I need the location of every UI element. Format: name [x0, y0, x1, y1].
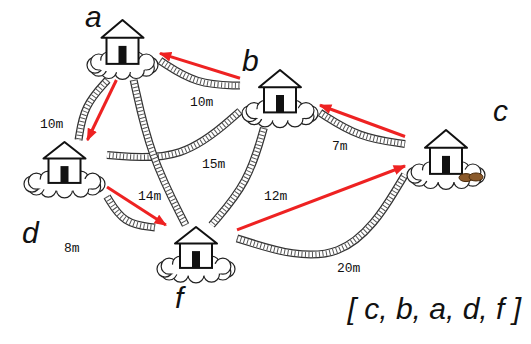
bridge-deck: [107, 111, 240, 157]
house-wall: [264, 86, 296, 112]
bridge-plank: [134, 80, 186, 225]
house-door: [276, 95, 284, 112]
bridge-deck: [134, 80, 186, 225]
bridge-deck: [237, 175, 405, 255]
bridge-plank: [212, 128, 264, 225]
bridge-rail: [107, 111, 240, 157]
distance-label: 14m: [136, 190, 163, 204]
house-island: [405, 128, 487, 190]
node-letter: d: [22, 218, 39, 248]
house-wall: [430, 147, 462, 174]
bridge-rail: [212, 128, 264, 225]
distance-label: 12m: [262, 190, 289, 204]
house-roof: [102, 20, 144, 38]
route-list: [ c, b, a, d, f ]: [348, 292, 521, 325]
house-roof: [175, 227, 217, 244]
node-letter: c: [493, 96, 508, 126]
house-wall: [107, 37, 139, 64]
route-arrow: [107, 187, 166, 225]
route-arrow: [160, 53, 240, 78]
rope-bridge: [237, 175, 405, 255]
route-arrow: [320, 105, 405, 136]
house-island: [22, 140, 107, 198]
node-letter: b: [242, 46, 259, 76]
house-island: [240, 68, 320, 128]
house-door: [61, 166, 69, 183]
house-door: [119, 46, 127, 64]
distance-label: 10m: [188, 96, 215, 110]
house-roof: [44, 142, 86, 159]
rope-bridge: [107, 111, 240, 157]
bridge-deck: [212, 128, 264, 225]
log-pile: [469, 173, 483, 181]
island-house: a: [85, 18, 160, 80]
island-house: b: [240, 68, 320, 128]
rope-bridge: [134, 80, 186, 225]
house-wall: [49, 157, 81, 183]
node-letter: a: [85, 2, 102, 32]
bridge-rail: [134, 80, 186, 225]
house-door: [442, 156, 450, 174]
house-door: [192, 251, 200, 268]
house-island: [155, 225, 237, 283]
island-house: c: [405, 128, 487, 190]
rope-bridge: [212, 128, 264, 225]
distance-label: 10m: [38, 118, 65, 132]
distance-label: 20m: [335, 262, 362, 276]
route-arrow: [87, 80, 116, 140]
route-arrow: [237, 166, 405, 230]
island-house: d: [22, 140, 107, 198]
distance-label: 8m: [62, 242, 82, 256]
bridge-rail: [237, 175, 405, 255]
node-letter: f: [175, 283, 183, 313]
island-house: f: [155, 225, 237, 283]
distance-label: 7m: [330, 140, 350, 154]
house-roof: [425, 130, 467, 148]
distance-label: 15m: [200, 158, 227, 172]
bridge-plank: [107, 111, 240, 157]
house-roof: [259, 70, 301, 87]
house-wall: [180, 242, 212, 268]
bridge-plank: [237, 175, 405, 255]
